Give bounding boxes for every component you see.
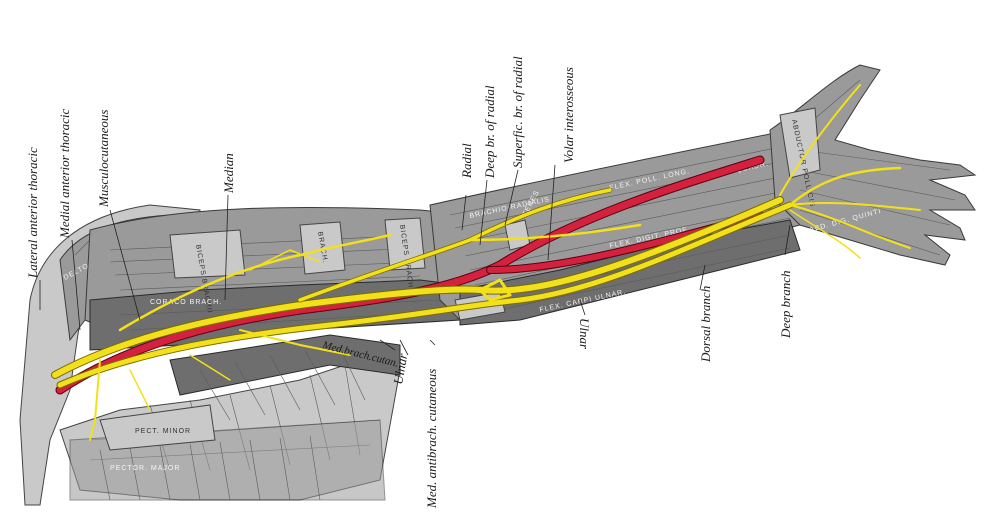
label-radial: Radial	[459, 143, 474, 179]
label-musculocutaneous: Musculocutaneous	[96, 110, 111, 208]
nerves	[51, 84, 921, 441]
label-volar-interosseous: Volar interosseous	[561, 67, 576, 163]
label-superfic-br-radial: Superfic. br. of radial	[510, 56, 525, 168]
label-ulnar-left: Ulnar	[390, 351, 410, 385]
label-med-antibrach-cutaneous: Med. antibrach. cutaneous	[424, 369, 439, 509]
chest-wall: PECTOR. MAJOR PECT. MINOR	[59, 334, 401, 501]
label-deep-branch: Deep branch	[778, 270, 793, 339]
label-dorsal-branch: Dorsal branch	[698, 286, 713, 363]
label-coraco-brach: CORACO BRACH.	[150, 299, 222, 306]
leader-lines	[39, 164, 791, 356]
label-medial-anterior-thoracic: Medial anterior thoracic	[57, 109, 72, 239]
label-pect-minor: PECT. MINOR	[135, 428, 191, 435]
label-pector-major: PECTOR. MAJOR	[110, 465, 180, 472]
label-ulnar-right: Ulnar	[577, 318, 592, 350]
label-median: Median	[221, 153, 236, 194]
label-deep-br-radial: Deep br. of radial	[482, 85, 497, 179]
label-lateral-anterior-thoracic: Lateral anterior thoracic	[25, 147, 40, 279]
